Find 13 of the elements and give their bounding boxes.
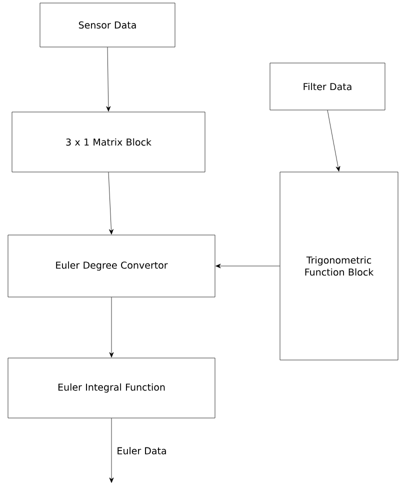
process-box: Euler Degree Convertor <box>8 234 216 298</box>
process-box: Filter Data <box>270 62 386 110</box>
process-box: Trigonometric Function Block <box>280 172 398 360</box>
arrow <box>108 172 114 234</box>
process-box: Euler Integral Function <box>8 358 216 418</box>
arrow <box>216 264 280 268</box>
process-box: 3 x 1 Matrix Block <box>12 112 206 172</box>
arrow <box>109 418 114 483</box>
arrow <box>106 47 111 112</box>
edge-label: Euler Data <box>116 446 168 456</box>
arrow <box>327 110 340 172</box>
process-box: Sensor Data <box>40 2 176 48</box>
arrow <box>109 297 114 358</box>
